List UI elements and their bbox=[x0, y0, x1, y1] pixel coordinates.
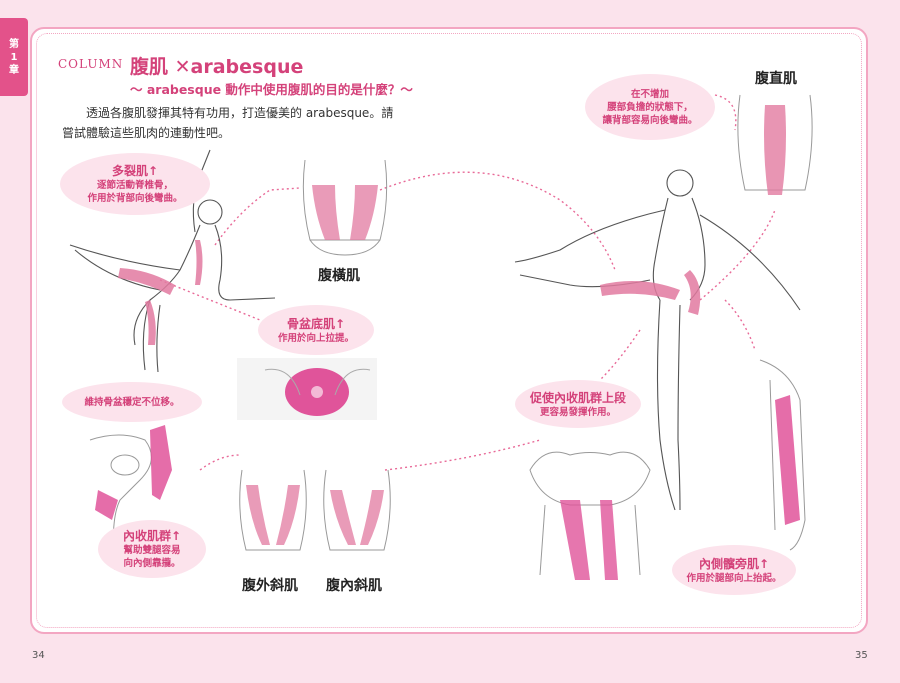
bubble-no-burden: 在不增加 腰部負擔的狀態下， 讓背部容易向後彎曲。 bbox=[585, 74, 715, 140]
bubble-gracilis-line1: 作用於腿部向上抬起。 bbox=[686, 572, 782, 584]
connector-rectus bbox=[714, 94, 737, 131]
bubble-multifidus: 多裂肌↑ 逐節活動脊椎骨， 作用於背部向後彎曲。 bbox=[60, 153, 210, 215]
bubble-multifidus-line1: 逐節活動脊椎骨， bbox=[96, 180, 173, 191]
intro-paragraph: 透過各腹肌發揮其特有功用，打造優美的 arabesque。請嘗試體驗這些肌肉的連… bbox=[62, 106, 394, 140]
pelvic-floor-image bbox=[237, 358, 377, 420]
bubble-adductor-upper-title: 促使內收肌群上段 bbox=[529, 390, 626, 405]
page-title: 腹肌 ✕arabesque bbox=[130, 56, 304, 78]
bubble-adductors-line1: 幫助雙腿容易 bbox=[123, 545, 181, 556]
dancer-right bbox=[514, 169, 801, 511]
bubble-adductors-title: 內收肌群↑ bbox=[122, 529, 182, 543]
label-transversus: 腹橫肌 bbox=[318, 268, 360, 284]
label-rectus: 腹直肌 bbox=[755, 71, 797, 87]
bubble-no-burden-line2: 腰部負擔的狀態下， bbox=[607, 101, 693, 113]
bubble-adductor-upper-line1: 更容易發揮作用。 bbox=[539, 406, 616, 418]
bubble-pelvis-stable: 維持骨盆穩定不位移。 bbox=[62, 382, 202, 422]
dancer-left-muscles bbox=[118, 240, 203, 345]
bubble-adductor-upper: 促使內收肌群上段 更容易發揮作用。 bbox=[515, 380, 641, 428]
chapter-tab-line1: 第 bbox=[9, 38, 19, 50]
bubble-adductors: 內收肌群↑ 幫助雙腿容易 向內側靠攏。 bbox=[98, 520, 206, 578]
connector-rectus-body bbox=[699, 209, 776, 301]
page-subtitle: ～ arabesque 動作中使用腹肌的目的是什麼？～ bbox=[130, 82, 413, 97]
connector-pelvic bbox=[159, 279, 261, 321]
bubble-pelvic-floor: 骨盆底肌↑ 作用於向上拉提。 bbox=[258, 305, 374, 355]
connector-obliques bbox=[384, 439, 541, 471]
connector-transversus bbox=[214, 187, 301, 246]
torso-external-oblique bbox=[239, 469, 307, 551]
intro-text: 透過各腹肌發揮其特有功用，打造優美的 arabesque。請嘗試體驗這些肌肉的連… bbox=[62, 103, 402, 143]
connector-transversus-right bbox=[379, 171, 616, 271]
bubble-no-burden-line3: 讓背部容易向後彎曲。 bbox=[602, 114, 698, 126]
connector-gracilis bbox=[724, 299, 756, 351]
connector-obliques-left bbox=[199, 454, 241, 471]
torso-transversus bbox=[302, 159, 388, 256]
page-number-left: 34 bbox=[32, 650, 45, 661]
column-tag: COLUMN bbox=[58, 57, 124, 71]
chapter-tab-line2: 1 bbox=[10, 51, 18, 63]
pelvis-right bbox=[529, 451, 651, 576]
chapter-tab-line3: 章 bbox=[9, 64, 19, 76]
label-internal-oblique: 腹內斜肌 bbox=[326, 578, 382, 594]
bubble-gracilis-title: 內側髕旁肌↑ bbox=[698, 556, 770, 571]
bubble-pelvis-stable-line1: 維持骨盆穩定不位移。 bbox=[84, 396, 180, 408]
dancer-right-muscles bbox=[600, 270, 701, 315]
bubble-multifidus-title: 多裂肌↑ bbox=[111, 164, 159, 178]
bubble-no-burden-line1: 在不增加 bbox=[630, 88, 669, 100]
bubble-multifidus-line2: 作用於背部向後彎曲。 bbox=[87, 193, 183, 204]
torso-internal-oblique bbox=[323, 469, 391, 551]
chapter-tab: 第 1 章 bbox=[0, 18, 28, 96]
label-external-oblique: 腹外斜肌 bbox=[242, 578, 298, 594]
page-number-right: 35 bbox=[855, 650, 868, 661]
connector-adductor-upper bbox=[599, 329, 641, 381]
leg-gracilis bbox=[759, 359, 806, 551]
bubble-pelvic-floor-line1: 作用於向上拉提。 bbox=[277, 332, 354, 344]
bubble-pelvic-floor-title: 骨盆底肌↑ bbox=[286, 316, 346, 331]
bubble-adductors-line2: 向內側靠攏。 bbox=[123, 558, 181, 569]
card-inner-border bbox=[36, 33, 862, 628]
bubble-gracilis: 內側髕旁肌↑ 作用於腿部向上抬起。 bbox=[672, 545, 796, 595]
